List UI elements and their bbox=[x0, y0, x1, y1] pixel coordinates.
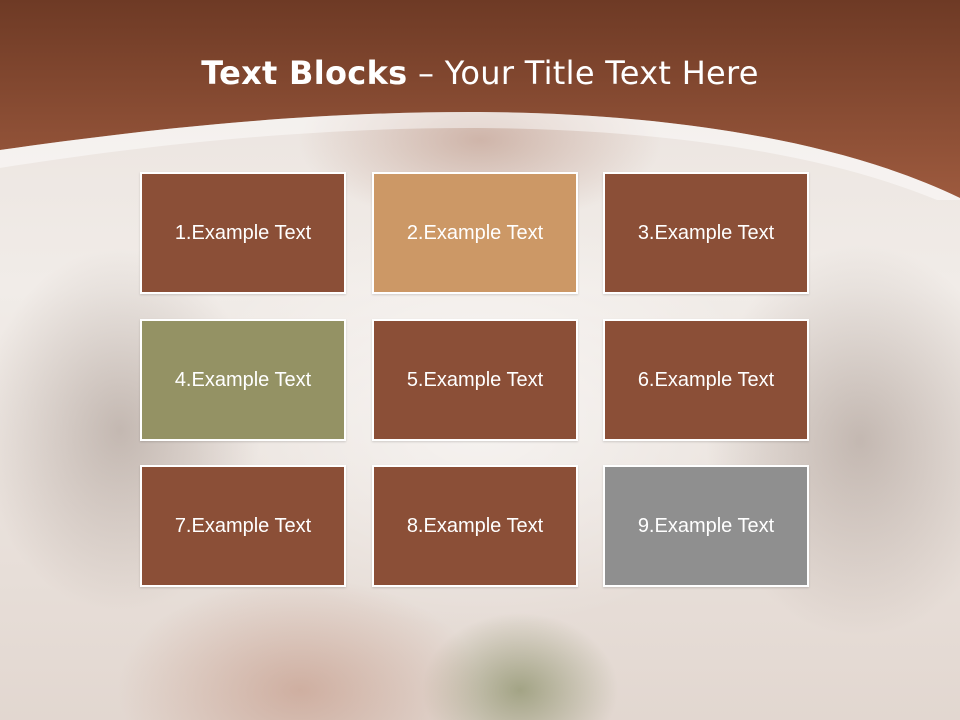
text-block-2[interactable]: 2.Example Text bbox=[372, 172, 578, 294]
text-block-8[interactable]: 8.Example Text bbox=[372, 465, 578, 587]
text-block-5[interactable]: 5.Example Text bbox=[372, 319, 578, 441]
text-block-6[interactable]: 6.Example Text bbox=[603, 319, 809, 441]
text-block-label: 2.Example Text bbox=[406, 221, 544, 244]
slide-title: Text Blocks – Your Title Text Here bbox=[0, 54, 960, 92]
text-block-label: 3.Example Text bbox=[637, 221, 775, 244]
text-block-4[interactable]: 4.Example Text bbox=[140, 319, 346, 441]
text-block-9[interactable]: 9.Example Text bbox=[603, 465, 809, 587]
text-block-3[interactable]: 3.Example Text bbox=[603, 172, 809, 294]
title-bold-part: Text Blocks bbox=[201, 54, 408, 92]
text-block-label: 1.Example Text bbox=[174, 221, 312, 244]
text-block-label: 4.Example Text bbox=[174, 368, 312, 391]
title-separator: – bbox=[407, 54, 445, 92]
text-block-label: 8.Example Text bbox=[406, 514, 544, 537]
title-light-part: Your Title Text Here bbox=[444, 54, 759, 92]
text-block-label: 6.Example Text bbox=[637, 368, 775, 391]
text-block-label: 9.Example Text bbox=[637, 514, 775, 537]
header-banner bbox=[0, 0, 960, 200]
text-block-label: 5.Example Text bbox=[406, 368, 544, 391]
text-block-7[interactable]: 7.Example Text bbox=[140, 465, 346, 587]
text-block-1[interactable]: 1.Example Text bbox=[140, 172, 346, 294]
text-block-label: 7.Example Text bbox=[174, 514, 312, 537]
